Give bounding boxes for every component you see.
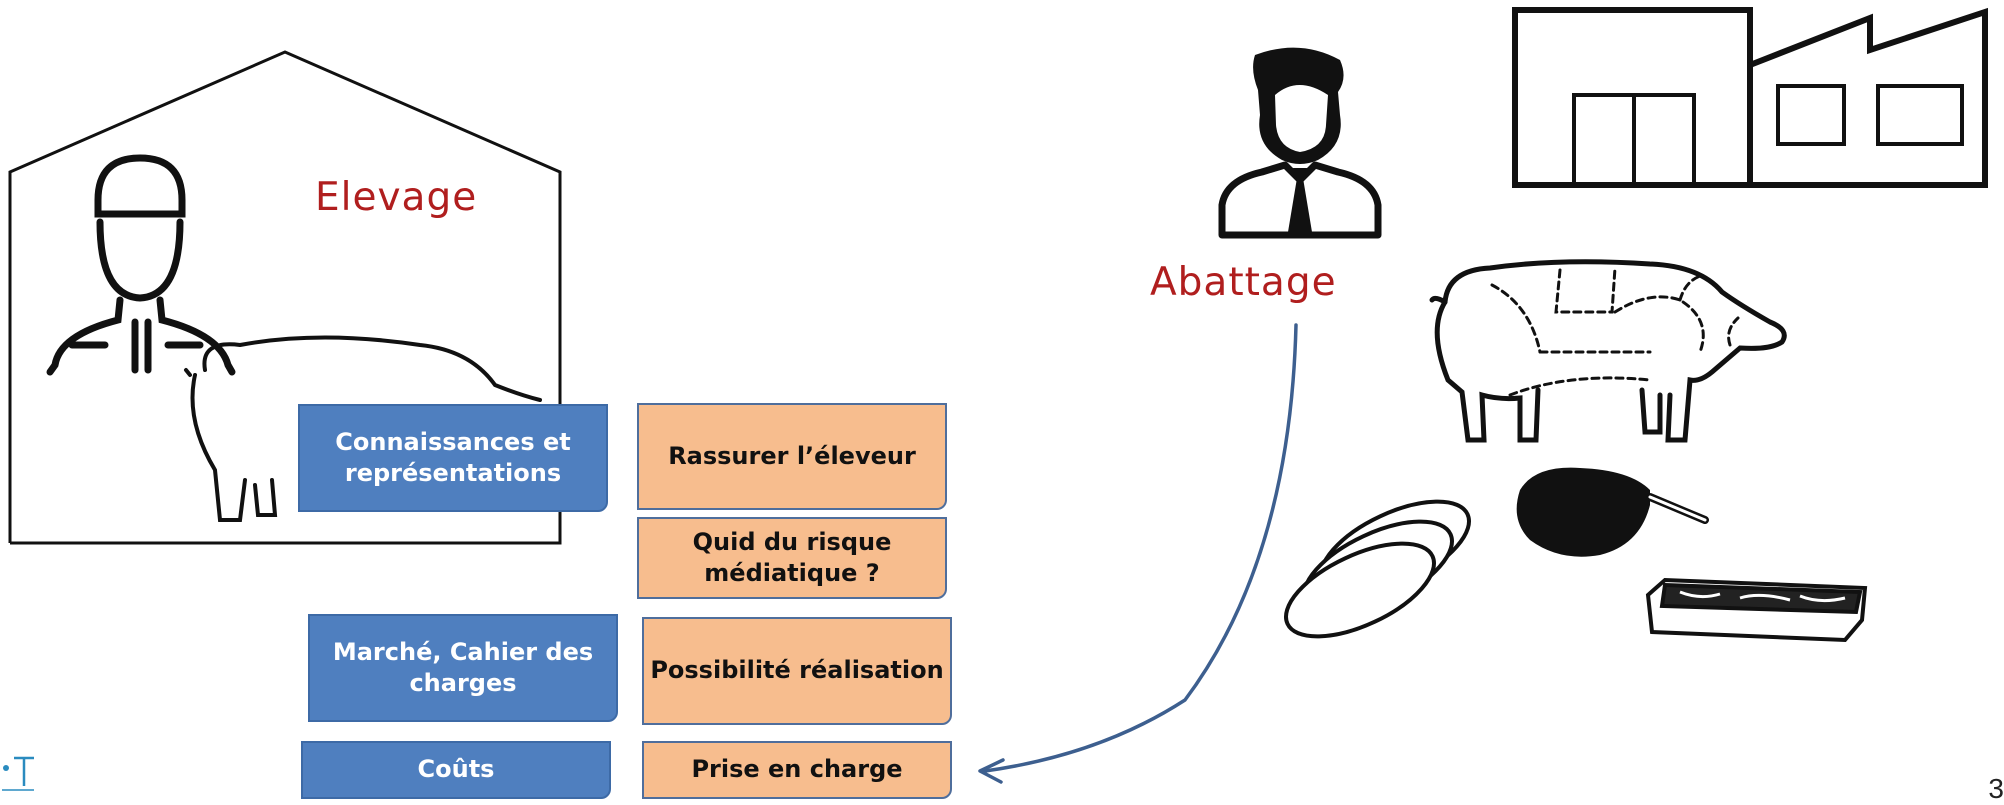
butcher-pig-icon: [1429, 259, 1787, 443]
possibilite-text: Possibilité réalisation: [650, 656, 944, 685]
farm-pig-icon: [184, 335, 542, 522]
quid-text: Quid du risque médiatique ?: [692, 527, 892, 587]
prise-text: Prise en charge: [691, 755, 903, 784]
couts-text: Coûts: [417, 755, 495, 784]
connaissances-box: Connaissances et représentations: [298, 404, 608, 512]
factory-icon: [1512, 7, 1988, 188]
page-number: 3: [1988, 773, 2004, 804]
marche-text: Marché, Cahier des charges: [332, 637, 594, 697]
possibilite-box: Possibilité réalisation: [642, 617, 952, 725]
quid-box: Quid du risque médiatique ?: [637, 517, 947, 599]
couts-box: Coûts: [301, 741, 611, 799]
farmer-icon: [46, 154, 236, 376]
abattage-label: Abattage: [1150, 260, 1337, 305]
marche-box: Marché, Cahier des charges: [308, 614, 618, 722]
slaughterhouse-manager-icon: [1218, 47, 1382, 239]
rassurer-box: Rassurer l’éleveur: [637, 403, 947, 510]
ham-icon: [1516, 467, 1709, 557]
farm-house-icon: [8, 50, 562, 545]
prise-box: Prise en charge: [642, 741, 952, 799]
logo-icon: [2, 756, 34, 791]
flow-arrow: [978, 323, 1298, 784]
connaissances-text: Connaissances et représentations: [335, 427, 571, 487]
sausage-slices-icon: [1284, 499, 1471, 639]
bacon-icon: [1645, 577, 1868, 643]
rassurer-text: Rassurer l’éleveur: [668, 441, 916, 470]
elevage-label: Elevage: [315, 175, 478, 220]
